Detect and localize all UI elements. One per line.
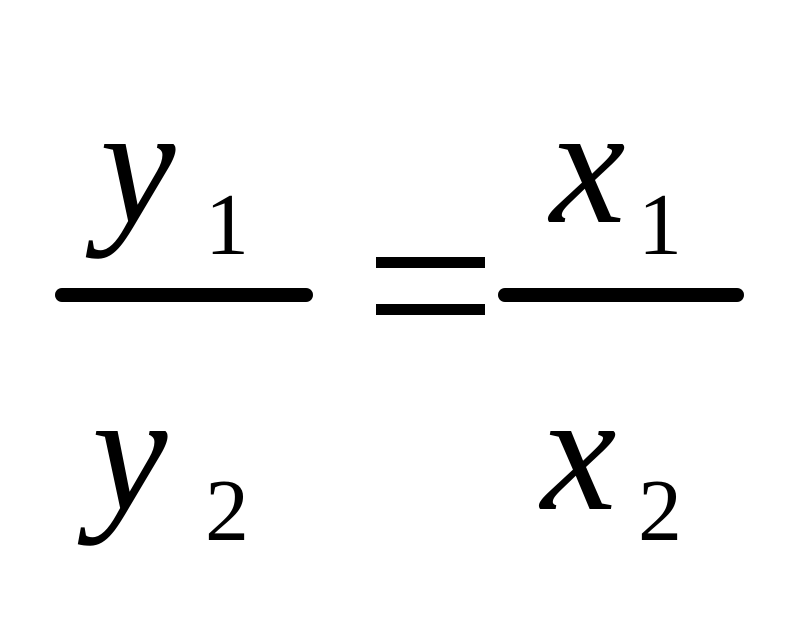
- right-denominator-subscript: 2: [638, 463, 682, 560]
- equals-top-line: [376, 257, 485, 268]
- equals-operator-text: =: [376, 257, 377, 258]
- left-denominator-subscript: 2: [205, 463, 249, 560]
- right-fraction-bar: [498, 288, 744, 302]
- left-denominator-variable: y: [92, 358, 168, 546]
- right-numerator-variable: x: [550, 71, 626, 259]
- left-fraction-bar: [55, 288, 313, 302]
- left-numerator-subscript: 1: [205, 177, 249, 274]
- equals-sign: =: [376, 257, 485, 315]
- right-denominator-variable: x: [541, 358, 617, 546]
- equals-bottom-line: [376, 304, 485, 315]
- left-numerator-variable: y: [100, 71, 176, 259]
- right-numerator-subscript: 1: [638, 177, 682, 274]
